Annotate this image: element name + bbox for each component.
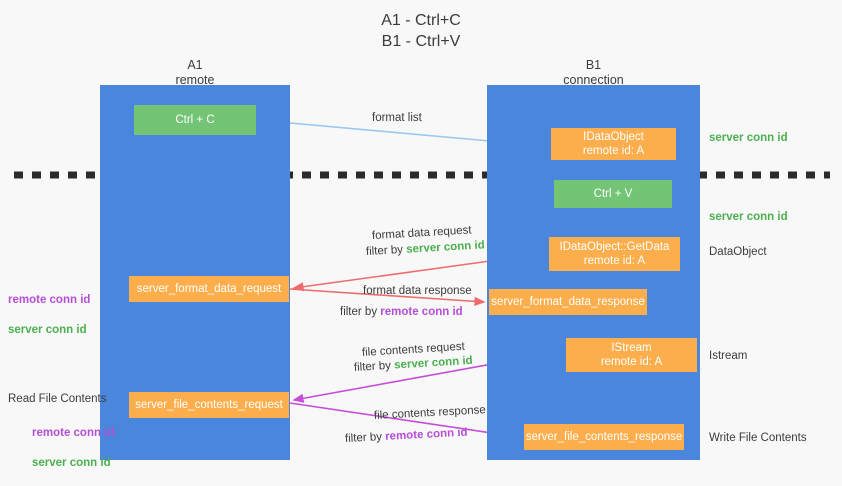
box-ctrl-c[interactable]: Ctrl + C <box>134 105 256 135</box>
flow-label-file-contents-response-filter: filter by remote conn id <box>345 426 468 447</box>
flow-label-format-data-response: format data response <box>363 285 472 297</box>
filter-prefix: filter by <box>353 359 395 374</box>
filter-value-server-conn-id: server conn id <box>405 239 486 256</box>
filter-value-remote-conn-id: remote conn id <box>380 306 463 318</box>
annotation-left-conn-ids-1: remote conn id server conn id <box>8 278 90 353</box>
box-ctrl-v[interactable]: Ctrl + V <box>554 180 672 208</box>
box-idataobject-getdata[interactable]: IDataObject::GetData remote id: A <box>549 237 680 271</box>
arrow-file-contents-response <box>289 402 521 441</box>
column-header-a1: A1 remote <box>175 58 215 87</box>
filter-value-remote-conn-id: remote conn id <box>384 426 468 443</box>
annotation-right-server-conn-id-2: server conn id <box>709 211 788 223</box>
page-title-line-2: B1 - Ctrl+V <box>381 33 461 50</box>
annotation-server-conn-id: server conn id <box>32 457 111 469</box>
annotation-read-file-contents: Read File Contents <box>8 393 107 405</box>
filter-prefix: filter by <box>340 306 381 318</box>
filter-prefix: filter by <box>365 243 407 258</box>
box-server-format-data-request[interactable]: server_format_data_request <box>129 276 289 302</box>
annotation-remote-conn-id: remote conn id <box>8 294 91 306</box>
filter-value-server-conn-id: server conn id <box>393 354 474 372</box>
annotation-server-conn-id: server conn id <box>8 324 87 336</box>
box-idataobject-remote[interactable]: IDataObject remote id: A <box>551 128 676 160</box>
column-header-b1: B1 connection <box>563 58 624 87</box>
flow-label-format-data-response-filter: filter by remote conn id <box>340 305 463 320</box>
flow-label-file-contents-response: file contents response <box>373 404 487 422</box>
annotation-istream: Istream <box>709 350 748 362</box>
flow-label-format-list: format list <box>372 112 422 124</box>
annotation-remote-conn-id: remote conn id <box>32 427 115 439</box>
box-istream[interactable]: IStream remote id: A <box>566 338 697 372</box>
filter-prefix: filter by <box>344 430 386 445</box>
annotation-left-conn-ids-2: remote conn id server conn id <box>32 411 114 486</box>
box-server-file-contents-response[interactable]: server_file_contents_response <box>524 424 684 450</box>
annotation-dataobject: DataObject <box>709 246 767 258</box>
box-server-format-data-response[interactable]: server_format_data_response <box>489 289 647 315</box>
box-server-file-contents-request[interactable]: server_file_contents_request <box>129 392 289 418</box>
annotation-right-server-conn-id-1: server conn id <box>709 132 788 144</box>
arrow-format-data-response <box>289 288 486 306</box>
annotation-write-file-contents: Write File Contents <box>709 432 807 444</box>
page-title-line-1: A1 - Ctrl+C <box>381 12 461 29</box>
